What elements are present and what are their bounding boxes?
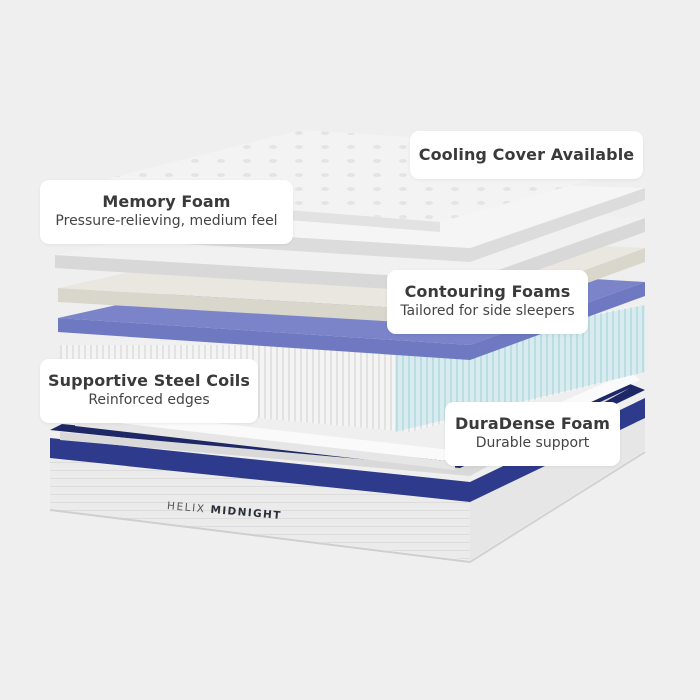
callout-subtitle: Durable support xyxy=(475,435,590,451)
callout-contouring-foams: Contouring Foams Tailored for side sleep… xyxy=(387,270,588,334)
callout-cooling-cover: Cooling Cover Available xyxy=(410,131,643,179)
callout-subtitle: Reinforced edges xyxy=(88,392,210,408)
callout-title: Cooling Cover Available xyxy=(418,145,635,164)
callout-subtitle: Pressure-relieving, medium feel xyxy=(55,213,278,229)
callout-steel-coils: Supportive Steel Coils Reinforced edges xyxy=(40,359,258,423)
callout-duradense-foam: DuraDense Foam Durable support xyxy=(445,402,620,466)
callout-title: Memory Foam xyxy=(102,192,231,211)
callout-title: Contouring Foams xyxy=(404,282,571,301)
callout-title: DuraDense Foam xyxy=(455,414,610,433)
callout-title: Supportive Steel Coils xyxy=(47,371,251,390)
callout-memory-foam: Memory Foam Pressure-relieving, medium f… xyxy=(40,180,293,244)
callout-subtitle: Tailored for side sleepers xyxy=(400,303,575,319)
